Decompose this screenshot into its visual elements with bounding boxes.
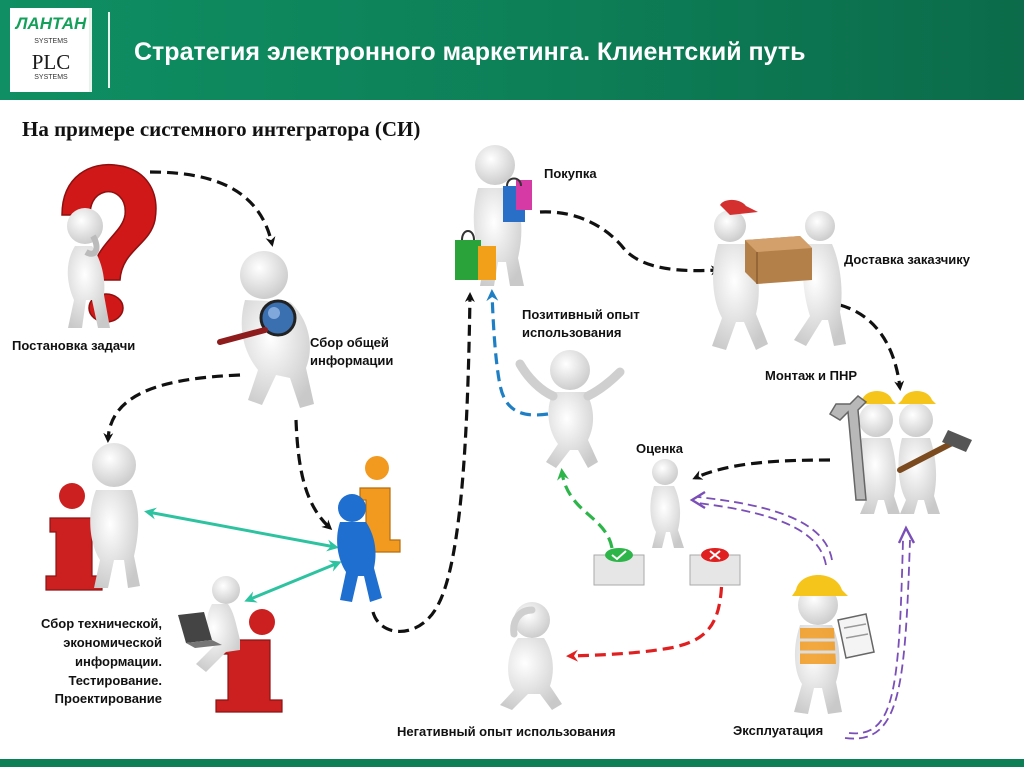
label-tech-3: информации. (74, 654, 162, 669)
evaluating-person (650, 459, 684, 548)
box-icon (745, 236, 812, 284)
logo-line-1: SYSTEMS (34, 38, 68, 45)
logo-line-2: SYSTEMS (34, 74, 68, 81)
laptop-icon (178, 612, 222, 648)
arrow-reject-to-negative (566, 569, 724, 662)
magnifier-icon (217, 299, 297, 345)
arrow-purchase-to-delivery (539, 210, 721, 276)
wrench-icon (828, 395, 868, 501)
feedback-operation-to-evaluation-a (697, 496, 833, 561)
header-bar (0, 0, 1024, 100)
arrow-positive-to-purchase (486, 289, 549, 417)
page-title: Стратегия электронного маркетинга. Клиен… (134, 38, 806, 66)
arrow-task-to-info (149, 170, 276, 247)
arrow-blue-i-to-purchase (371, 292, 475, 633)
jumping-person (515, 350, 625, 468)
feedback-operation-to-install-a (844, 539, 911, 740)
shopping-bags-icon (455, 177, 532, 280)
arrow-delivery-to-install (839, 303, 905, 391)
page-subtitle: На примере системного интегратора (СИ) (22, 117, 421, 141)
reject-button-icon (689, 548, 741, 586)
feedback-operation-to-install-b (848, 539, 904, 735)
label-tech-5: Проектирование (54, 691, 162, 706)
label-operation: Эксплуатация (733, 723, 824, 738)
label-positive-1: Позитивный опыт (522, 307, 640, 322)
info-icon (45, 483, 103, 591)
label-info-1: Сбор общей (310, 335, 389, 350)
blue-person (337, 494, 382, 602)
label-evaluation: Оценка (636, 441, 683, 456)
arrow-info-to-tech (103, 373, 241, 443)
label-negative: Негативный опыт использования (397, 724, 616, 739)
approve-button-icon (593, 548, 645, 586)
label-delivery: Доставка заказчику (844, 252, 971, 267)
footer-bar (0, 759, 1024, 767)
leaning-person (90, 443, 140, 588)
logo-mark: PLC (31, 50, 71, 74)
searching-person (240, 251, 314, 408)
company-logo: ЛАНТАН SYSTEMS PLC SYSTEMS (10, 8, 92, 92)
installers (858, 391, 940, 514)
logo-brand: ЛАНТАН (15, 14, 87, 33)
label-positive-2: использования (522, 325, 622, 340)
operator-person (792, 575, 848, 714)
label-tech-2: экономической (63, 635, 162, 650)
link-laptop-to-blue-i (244, 560, 342, 603)
feedback-operation-to-evaluation-b (697, 502, 827, 566)
label-purchase: Покупка (544, 166, 597, 181)
arrow-install-to-evaluation (692, 458, 831, 480)
hammer-icon (897, 430, 972, 473)
header-divider (108, 12, 110, 88)
info-icon (215, 609, 283, 713)
sad-person (500, 602, 562, 710)
arrow-approve-to-positive (557, 468, 614, 549)
label-task: Постановка задачи (12, 338, 136, 353)
label-info-2: информации (310, 353, 394, 368)
label-tech-4: Тестирование. (68, 673, 162, 688)
hard-hat-icon (792, 575, 848, 596)
arrow-info-to-blue-i (294, 419, 333, 531)
thinking-person (67, 208, 110, 328)
laptop-person (196, 576, 240, 672)
label-install: Монтаж и ПНР (765, 368, 858, 383)
clipboard-icon (837, 613, 875, 659)
link-red-i-to-blue-i (144, 507, 339, 552)
label-tech-1: Сбор технической, (41, 616, 162, 631)
